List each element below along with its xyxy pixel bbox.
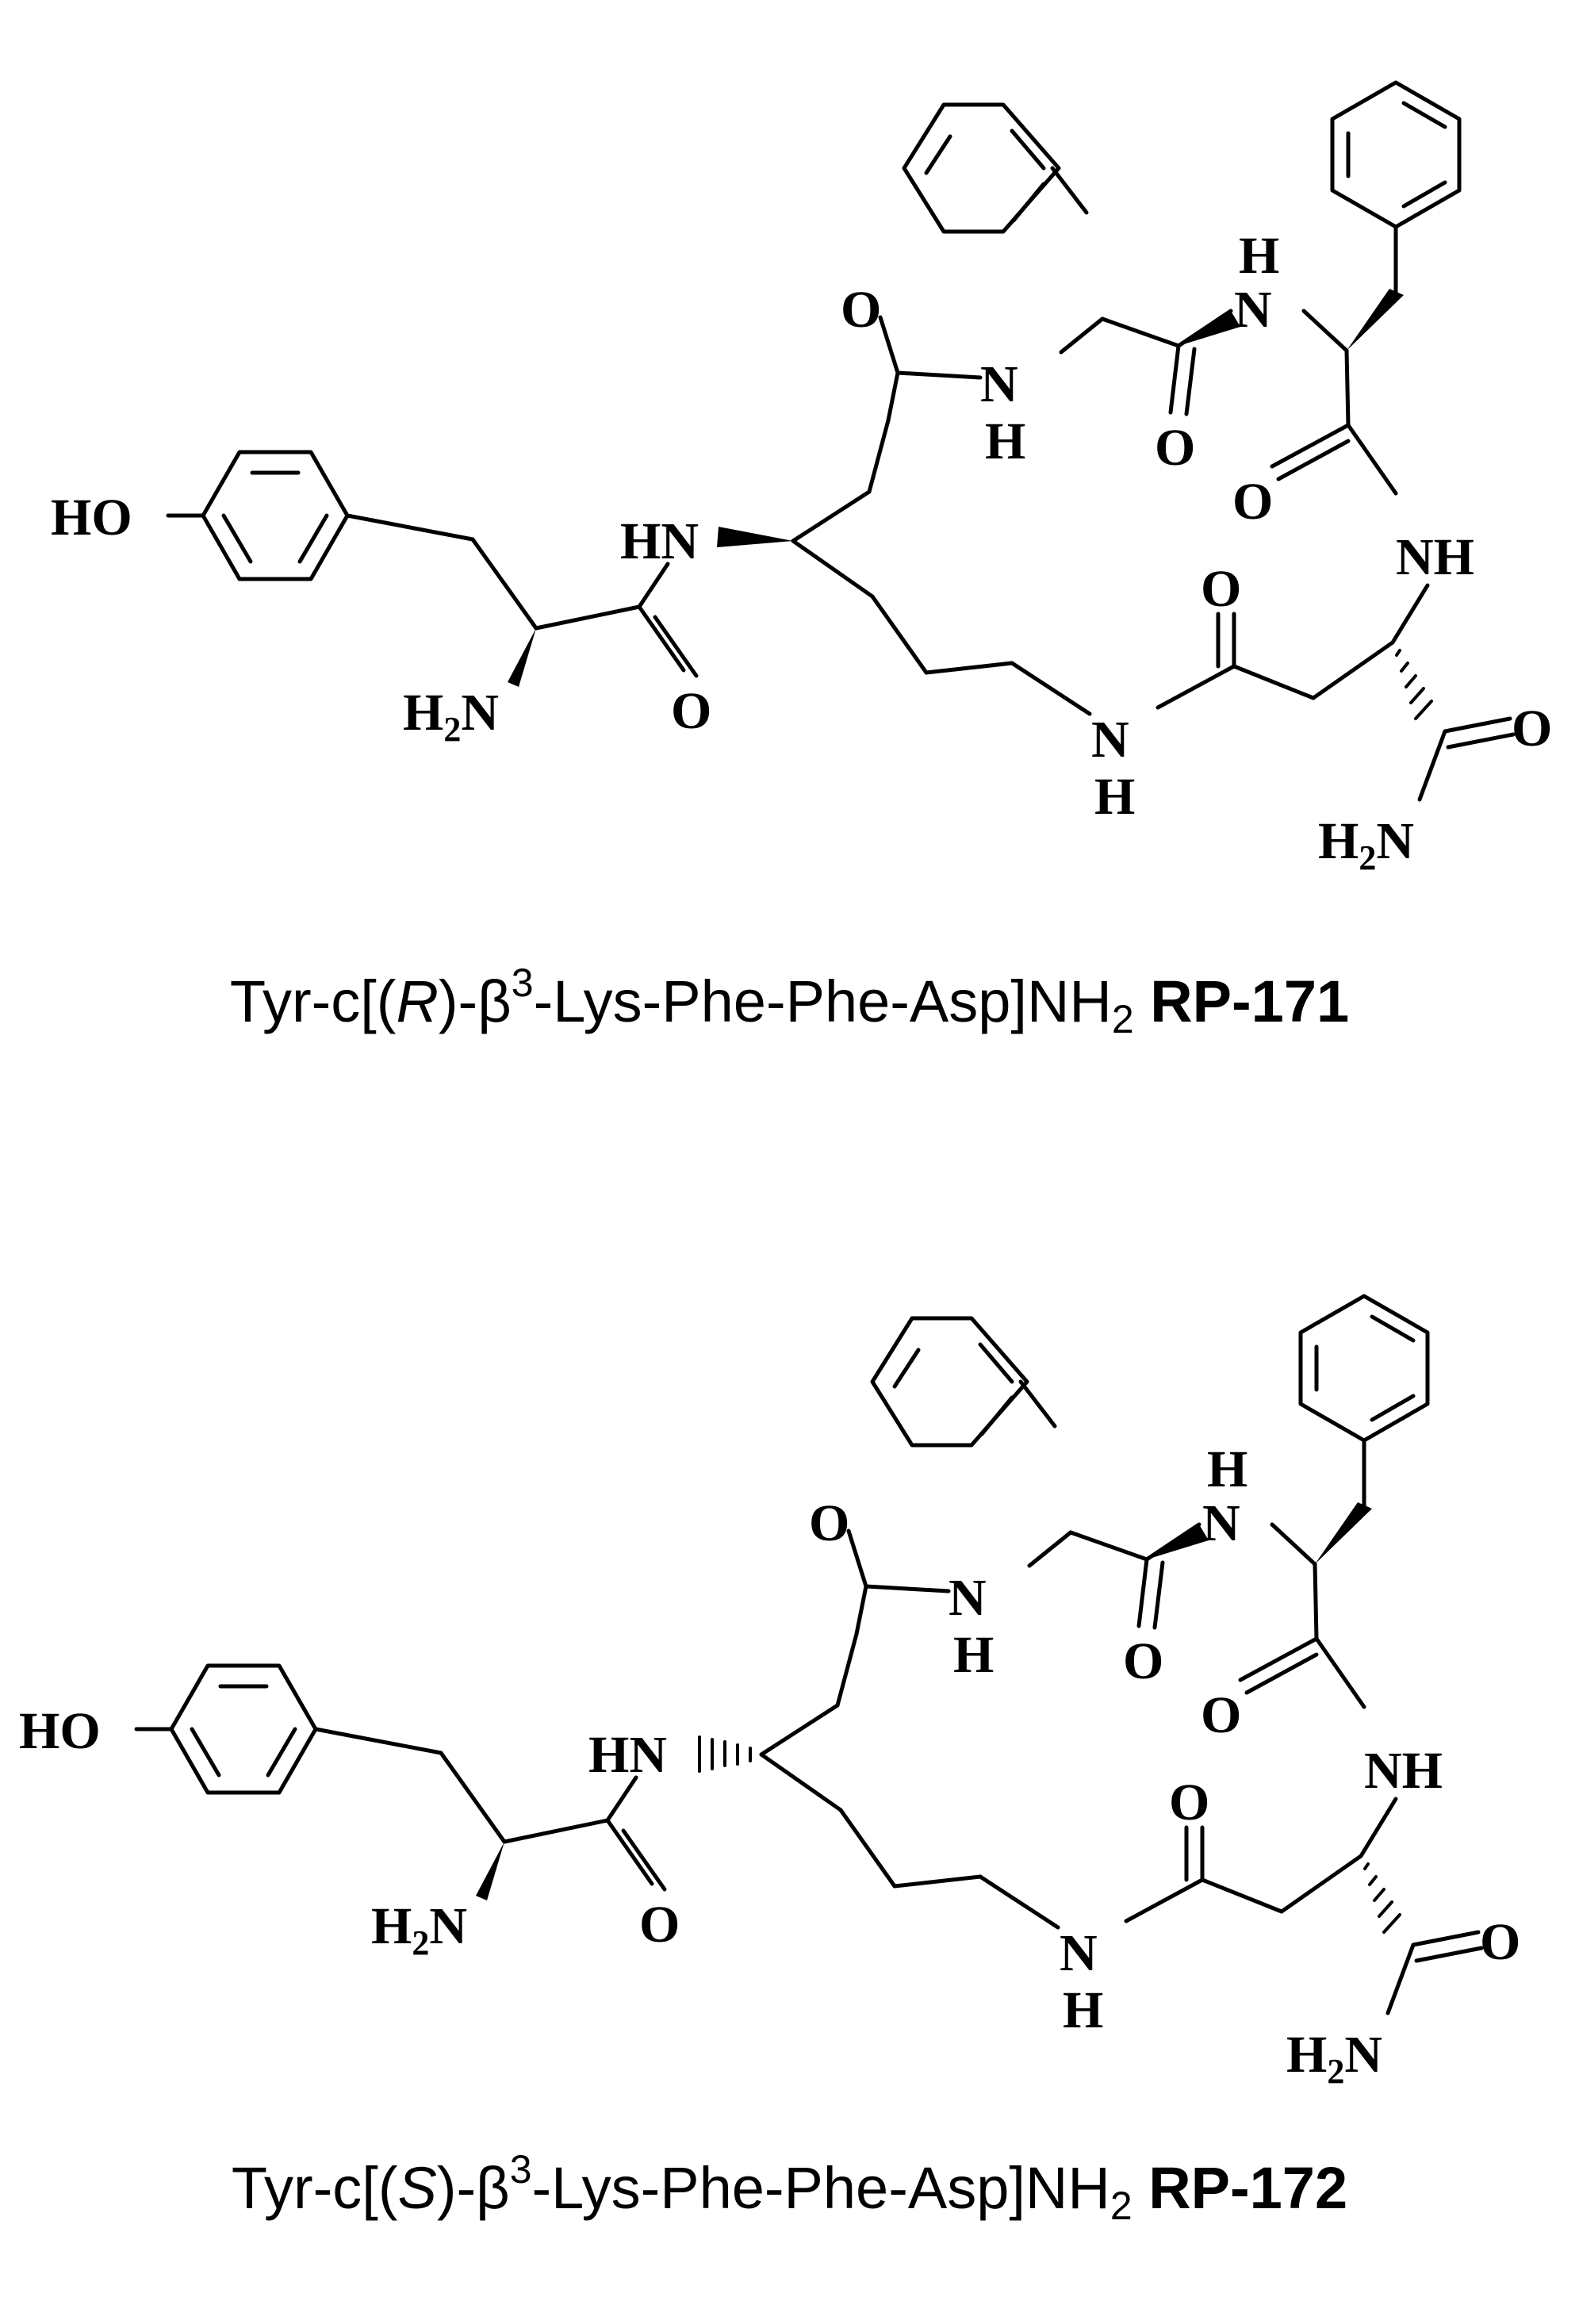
atom-label: NH	[1364, 1742, 1443, 1800]
caption-superscript: 3	[509, 2147, 532, 2192]
atom-label: O	[809, 1494, 849, 1552]
atom-label: O	[671, 682, 711, 740]
atom-label: O	[1169, 1774, 1209, 1831]
atom-label: HN	[588, 1726, 667, 1784]
caption-text: Tyr-c[(	[229, 968, 397, 1034]
atom-label: O	[639, 1896, 680, 1954]
atom-label: N	[1234, 281, 1272, 339]
wedge-bond	[717, 527, 793, 547]
caption-config: S	[397, 2155, 437, 2221]
hashed-bond	[698, 1735, 752, 1773]
structure-rp172: HO H2N O HN O N H O H N O NH O N H O H2N	[19, 1214, 1520, 2091]
atom-label: HO	[19, 1702, 101, 1760]
atom-label: HN	[620, 512, 699, 570]
caption-superscript: 3	[511, 961, 534, 1005]
atom-label: H2N	[403, 684, 499, 749]
atom-label: H2N	[371, 1897, 467, 1962]
atom-label: N	[1202, 1494, 1240, 1552]
atom-label: N	[1060, 1924, 1098, 1982]
caption-config: R	[396, 968, 439, 1034]
caption-text: )-β	[438, 968, 512, 1034]
atom-label: HO	[51, 489, 132, 546]
compound-id: RP-171	[1150, 968, 1350, 1034]
structure-figure: HO H2N O HN O N H O H N O NH O N H O H2N…	[0, 0, 1579, 2229]
caption-subscript: 2	[1110, 2184, 1133, 2228]
atom-label: H	[985, 412, 1025, 470]
caption-text: Tyr-c[(	[231, 2155, 398, 2221]
caption-text: )-β	[436, 2155, 510, 2221]
atom-label: NH	[1396, 528, 1474, 586]
caption-subscript: 2	[1111, 997, 1134, 1041]
atom-label: O	[1232, 473, 1273, 531]
atom-label: O	[1512, 700, 1552, 757]
atom-label: O	[1155, 419, 1195, 477]
caption-rp172: Tyr-c[(S)-β3-Lys-Phe-Phe-Asp]NH2 RP-172	[0, 2146, 1579, 2229]
caption-text: -Lys-Phe-Phe-Asp]NH	[531, 2155, 1110, 2221]
atom-label: H2N	[1286, 2026, 1382, 2091]
atom-label: H	[1207, 1440, 1247, 1498]
atom-label: H2N	[1318, 812, 1414, 877]
atom-label: O	[1123, 1632, 1163, 1690]
atom-label: N	[980, 355, 1018, 413]
atom-label: O	[1201, 1686, 1241, 1744]
atom-label: N	[1091, 711, 1129, 769]
atom-label: H	[953, 1626, 994, 1684]
atom-label: H	[1239, 227, 1279, 285]
atom-label: H	[1063, 1981, 1103, 2039]
caption-rp171: Tyr-c[(R)-β3-Lys-Phe-Phe-Asp]NH2 RP-171	[0, 960, 1579, 1042]
atom-label: N	[949, 1569, 987, 1627]
atom-label: O	[1480, 1913, 1520, 1971]
structure-rp171: HO H2N O HN O N H O H N O NH O N H O H2N	[51, 0, 1552, 877]
atom-label: O	[841, 281, 881, 339]
atom-label: H	[1094, 768, 1135, 826]
compound-id: RP-172	[1148, 2155, 1348, 2221]
atom-label: O	[1201, 560, 1241, 618]
caption-text: -Lys-Phe-Phe-Asp]NH	[533, 968, 1112, 1034]
